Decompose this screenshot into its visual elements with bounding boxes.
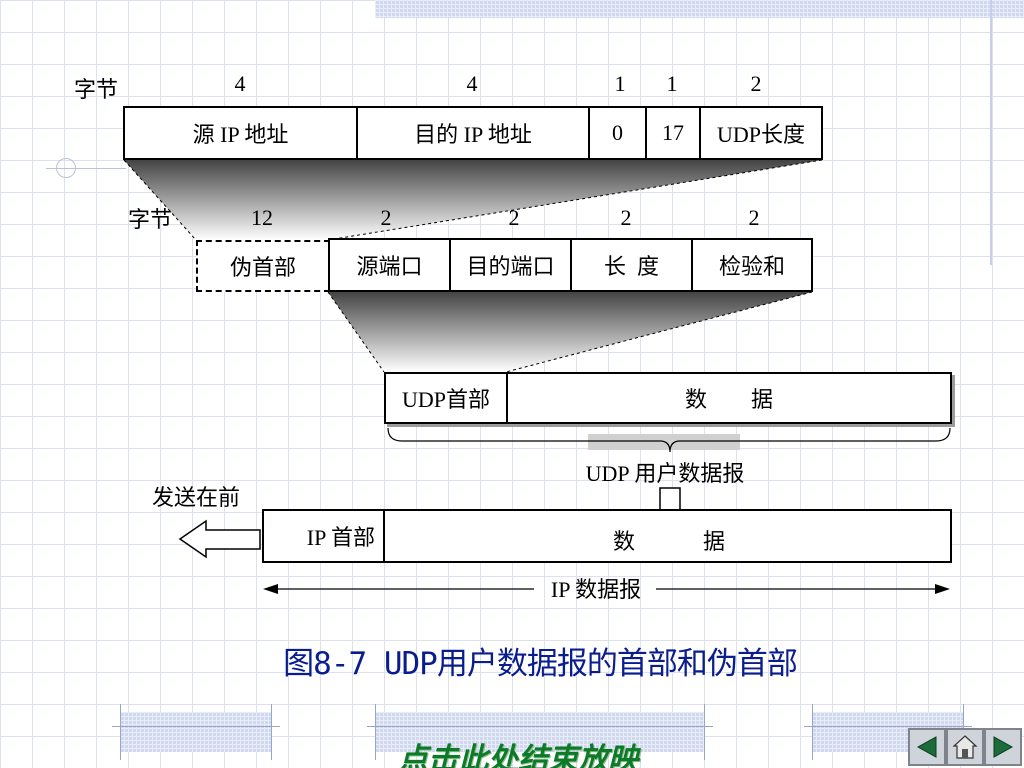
byte-size: 2 xyxy=(750,71,762,96)
byte-label-udp: 字节 xyxy=(128,207,173,232)
byte-size: 12 xyxy=(251,205,273,230)
prev-slide-button[interactable] xyxy=(908,728,946,766)
home-button[interactable] xyxy=(946,728,984,766)
ip-data-cell: 数 据 xyxy=(385,511,950,561)
left-arrow-icon xyxy=(178,519,261,559)
brace-udp-datagram xyxy=(387,427,951,453)
field-udp-length: UDP长度 xyxy=(716,122,805,147)
byte-size: 1 xyxy=(666,71,678,96)
ip-data-left: 数 xyxy=(613,529,636,554)
udp-header-box: 源端口 目的端口 长 度 检验和 xyxy=(328,238,813,292)
dashed-guide xyxy=(505,291,813,373)
byte-size: 2 xyxy=(380,205,392,230)
byte-size: 2 xyxy=(748,205,760,230)
udp-datagram-label: UDP 用户数据报 xyxy=(585,461,745,486)
pseudo-header-box: 伪首部 xyxy=(196,240,330,292)
byte-label-ip: 字节 xyxy=(74,77,119,102)
ip-datagram-label: IP 数据报 xyxy=(550,577,642,602)
field-zero: 0 xyxy=(590,108,647,158)
span-arrowhead-left xyxy=(263,584,278,594)
udp-data-cell: 数 据 xyxy=(684,387,773,412)
byte-size: 2 xyxy=(620,205,632,230)
byte-size: 2 xyxy=(508,205,520,230)
pseudo-header-label: 伪首部 xyxy=(229,255,296,280)
span-arrowhead-right xyxy=(935,584,950,594)
decorative-vertical-line xyxy=(990,0,992,265)
field-checksum: 检验和 xyxy=(718,254,785,279)
end-show-link[interactable]: 点击此处结束放映 xyxy=(398,742,638,768)
footer-grid-left xyxy=(112,704,280,760)
field-dest-port: 目的端口 xyxy=(451,240,572,290)
field-dest-ip: 目的 IP 地址 xyxy=(358,108,590,158)
udp-datagram-box: UDP首部 数 据 xyxy=(384,372,952,424)
next-slide-button[interactable] xyxy=(984,728,1022,766)
wedge-ip-to-udp xyxy=(124,160,822,240)
triangle-right-icon xyxy=(993,736,1014,758)
footer-grid-middle xyxy=(367,704,713,760)
field-source-port: 源端口 xyxy=(330,240,451,290)
send-first-label: 发送在前 xyxy=(152,485,241,510)
wedge-udp-to-datagram xyxy=(328,292,812,372)
ip-data-right: 据 xyxy=(703,529,726,554)
field-source-ip: 源 IP 地址 xyxy=(125,108,358,158)
triangle-left-icon xyxy=(916,736,937,758)
byte-size: 4 xyxy=(234,71,246,96)
figure-caption: 图8-7 UDP用户数据报的首部和伪首部 xyxy=(283,646,798,682)
ip-datagram-box: IP 首部 数 据 xyxy=(262,509,952,563)
byte-size: 4 xyxy=(466,71,478,96)
home-icon xyxy=(952,735,978,759)
decorative-circle xyxy=(56,158,76,178)
top-decorative-band xyxy=(375,0,1024,18)
byte-size: 1 xyxy=(614,71,626,96)
field-protocol: 17 xyxy=(647,108,701,158)
decorative-horizontal-line xyxy=(46,168,126,169)
field-length: 长 度 xyxy=(572,240,693,290)
dashed-guide xyxy=(327,291,385,373)
ip-header-cell: IP 首部 xyxy=(264,511,385,561)
udp-header-cell: UDP首部 xyxy=(386,374,508,422)
ip-pseudo-header-box: 源 IP 地址 目的 IP 地址 0 17 UDP长度 xyxy=(123,106,823,160)
